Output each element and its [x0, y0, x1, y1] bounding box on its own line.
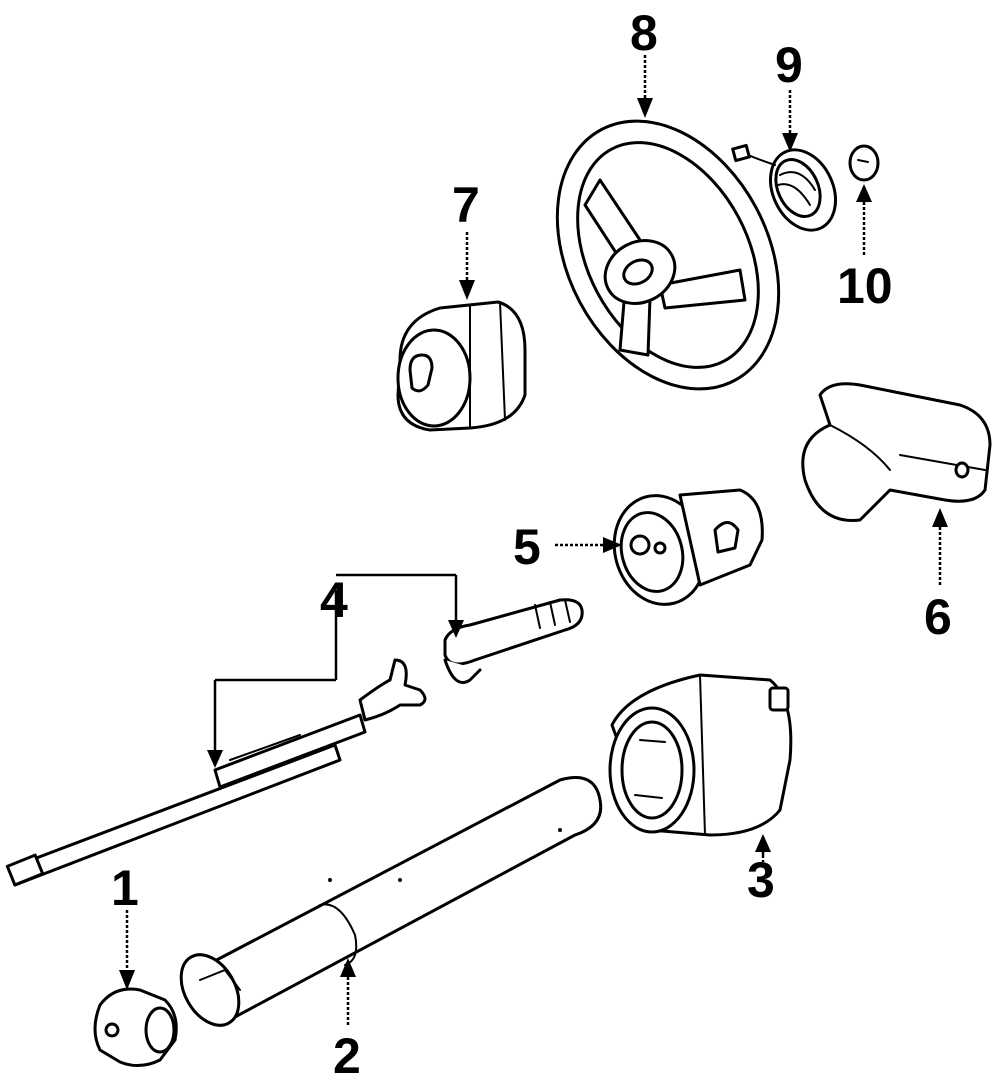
part-column-jacket [179, 776, 603, 1027]
callout-1: 1 [111, 860, 139, 916]
part-horn-contact [731, 143, 837, 232]
part-shroud [801, 382, 992, 522]
part-upper-shaft [443, 598, 584, 684]
part-steering-shaft [5, 658, 427, 887]
part-horn-cap [848, 144, 880, 182]
part-coupling [93, 987, 178, 1067]
leader-7 [459, 232, 475, 300]
leader-4 [207, 573, 464, 768]
part-lock-housing-cover [396, 300, 527, 432]
callout-5: 5 [513, 519, 541, 575]
leader-3 [755, 834, 771, 862]
callout-7: 7 [452, 177, 480, 233]
part-lock-cylinder-housing [612, 488, 764, 606]
leader-9 [782, 90, 798, 152]
callout-4: 4 [320, 572, 348, 628]
callout-3: 3 [747, 852, 775, 908]
callout-2: 2 [333, 1028, 361, 1084]
leader-5 [555, 537, 622, 553]
leader-1 [119, 910, 135, 990]
leader-6 [932, 508, 948, 585]
part-column-housing [608, 673, 793, 837]
leader-8 [637, 55, 653, 118]
callout-9: 9 [775, 37, 803, 93]
callout-10: 10 [837, 258, 893, 314]
part-steering-wheel [555, 119, 781, 391]
leader-10 [856, 184, 872, 255]
callout-8: 8 [630, 5, 658, 61]
callout-6: 6 [924, 589, 952, 645]
leader-2 [340, 958, 356, 1025]
